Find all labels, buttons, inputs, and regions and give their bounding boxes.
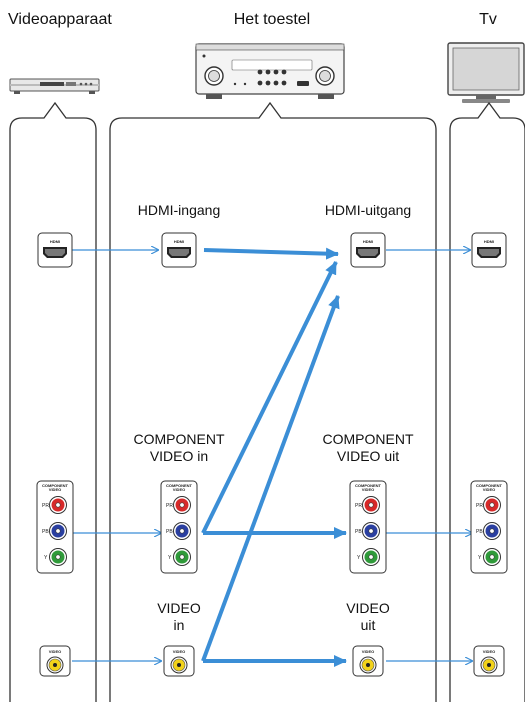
component-panel-title: COMPONENT: [355, 483, 382, 488]
arrow-hdmi-in-to-hdmi-out: [203, 247, 339, 260]
hdmi-jack-label: HDMI: [50, 239, 60, 244]
unit-frame: [109, 101, 437, 702]
pr-label: PR: [166, 503, 173, 509]
pr-label: PR: [355, 503, 362, 509]
source-hdmi-jack: HDMI: [37, 232, 73, 268]
tv-illustration: [447, 42, 525, 103]
unit-device-label: Het toestel: [234, 11, 310, 28]
pb-label: PB: [42, 529, 49, 535]
pb-label: PB: [355, 529, 362, 535]
unit-video-in-jack: VIDEO: [163, 645, 195, 677]
video-in-label-line1: VIDEO: [157, 600, 201, 616]
arrow-component-in-to-hdmi-out: [201, 261, 338, 534]
y-label: Y: [168, 555, 172, 561]
video-out-label-line2: uit: [361, 617, 376, 633]
component-in-label-line2: VIDEO in: [150, 448, 208, 464]
arrow-video-in-to-hdmi-out: [201, 295, 340, 662]
hdmi-jack-label: HDMI: [363, 239, 373, 244]
y-label: Y: [44, 555, 48, 561]
y-label: Y: [478, 555, 482, 561]
video-player-illustration: [9, 78, 100, 94]
component-panel-title: COMPONENT: [476, 483, 503, 488]
pb-label: PB: [166, 529, 173, 535]
video-jack-label: VIDEO: [173, 649, 185, 654]
unit-video-out-jack: VIDEO: [352, 645, 384, 677]
component-out-label-line1: COMPONENT: [323, 431, 414, 447]
video-jack-label: VIDEO: [49, 649, 61, 654]
unit-component-out-panel: COMPONENT VIDEO PR PB Y: [349, 480, 387, 574]
unit-component-in-panel: COMPONENT VIDEO PR PB Y: [160, 480, 198, 574]
component-panel-subtitle: VIDEO: [173, 487, 185, 492]
hdmi-jack-label: HDMI: [174, 239, 184, 244]
component-panel-subtitle: VIDEO: [483, 487, 495, 492]
tv-component-panel: COMPONENT VIDEO PR PB Y: [470, 480, 508, 574]
source-device-label: Videoapparaat: [8, 11, 112, 28]
component-panel-subtitle: VIDEO: [49, 487, 61, 492]
source-component-panel: COMPONENT VIDEO PR PB Y: [36, 480, 74, 574]
component-out-label-line2: VIDEO uit: [337, 448, 399, 464]
component-panel-title: COMPONENT: [166, 483, 193, 488]
tv-frame: [449, 101, 525, 702]
hdmi-out-label: HDMI-uitgang: [325, 202, 411, 218]
hdmi-in-label: HDMI-ingang: [138, 202, 220, 218]
pr-label: PR: [42, 503, 49, 509]
hdmi-jack-label: HDMI: [484, 239, 494, 244]
tv-video-jack: VIDEO: [473, 645, 505, 677]
unit-hdmi-in-jack: HDMI: [161, 232, 197, 268]
tv-device-label: Tv: [479, 11, 497, 28]
y-label: Y: [357, 555, 361, 561]
tv-hdmi-jack: HDMI: [471, 232, 507, 268]
pr-label: PR: [476, 503, 483, 509]
source-video-jack: VIDEO: [39, 645, 71, 677]
component-panel-subtitle: VIDEO: [362, 487, 374, 492]
source-frame: [9, 101, 97, 702]
pb-label: PB: [476, 529, 483, 535]
video-in-label-line2: in: [174, 617, 185, 633]
video-out-label-line1: VIDEO: [346, 600, 390, 616]
unit-hdmi-out-jack: HDMI: [350, 232, 386, 268]
video-jack-label: VIDEO: [483, 649, 495, 654]
component-panel-title: COMPONENT: [42, 483, 69, 488]
video-jack-label: VIDEO: [362, 649, 374, 654]
component-in-label-line1: COMPONENT: [134, 431, 225, 447]
receiver-illustration: [195, 43, 345, 99]
